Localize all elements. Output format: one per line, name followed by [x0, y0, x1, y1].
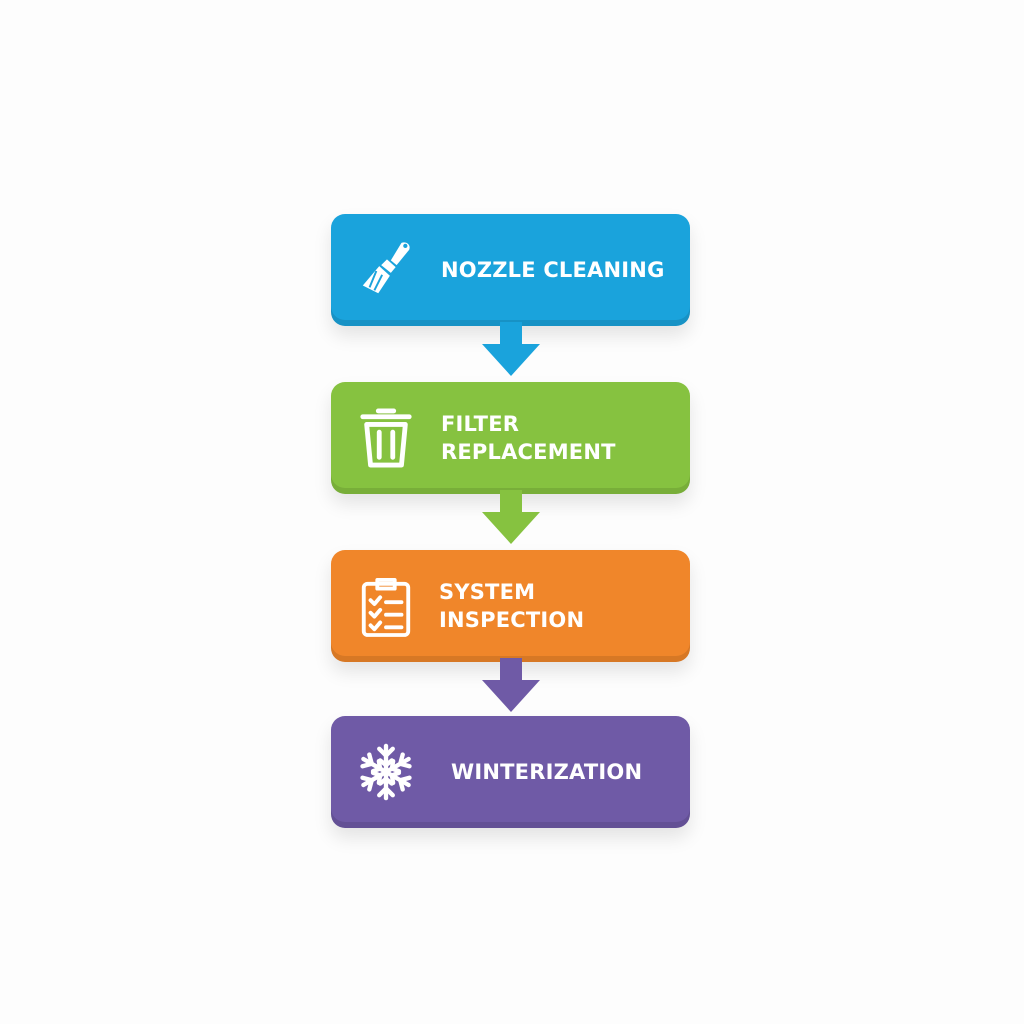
- clipboard-checklist-icon: [357, 574, 415, 638]
- step-system-inspection: SYSTEM INSPECTION: [331, 550, 690, 662]
- step-label: FILTER REPLACEMENT: [441, 412, 616, 464]
- trash-bin-icon: [357, 406, 415, 470]
- step-label: SYSTEM INSPECTION: [439, 580, 585, 632]
- step-nozzle-cleaning: NOZZLE CLEANING: [331, 214, 690, 326]
- step-label: WINTERIZATION: [451, 760, 643, 784]
- arrow-down-icon: [482, 322, 540, 378]
- step-label: NOZZLE CLEANING: [441, 258, 665, 282]
- snowflake-icon: [357, 740, 415, 804]
- arrow-down-icon: [482, 658, 540, 714]
- step-filter-replacement: FILTER REPLACEMENT: [331, 382, 690, 494]
- brush-icon: [357, 238, 415, 302]
- step-winterization: WINTERIZATION: [331, 716, 690, 828]
- arrow-down-icon: [482, 490, 540, 546]
